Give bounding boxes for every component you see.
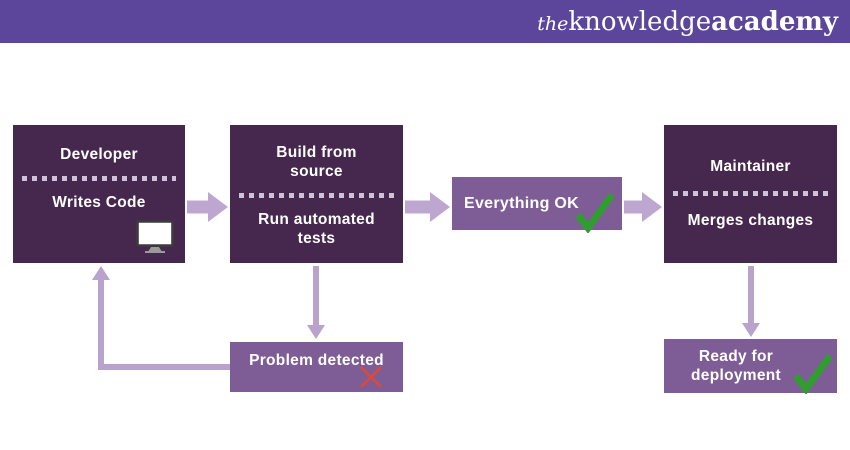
arrow-shaft	[748, 266, 754, 324]
arrow-build-to-everything-ok	[405, 192, 450, 222]
loop-arrow-vertical-segment	[98, 279, 104, 370]
node-problem-detected: Problem detected	[230, 342, 403, 392]
arrow-build-to-problem	[307, 266, 325, 339]
dotted-divider	[673, 191, 828, 196]
x-icon	[357, 363, 385, 396]
dotted-divider	[239, 193, 394, 198]
check-icon	[572, 191, 616, 238]
node-build: Build from source Run automated tests	[230, 125, 403, 263]
check-icon	[790, 352, 834, 399]
node-maintainer: Maintainer Merges changes	[664, 125, 837, 263]
build-subtitle: Run automated tests	[258, 211, 375, 247]
node-ready-deployment: Ready for deployment	[664, 339, 837, 395]
loop-arrow-head	[92, 266, 110, 280]
maintainer-subtitle: Merges changes	[687, 212, 814, 229]
arrow-head	[307, 325, 325, 339]
loop-arrow-horizontal-segment	[98, 364, 230, 370]
logo-the: the	[537, 12, 569, 35]
arrow-head	[742, 323, 760, 337]
arrow-shaft	[624, 200, 643, 214]
logo-knowledge: knowledge	[568, 6, 712, 37]
developer-title: Developer	[60, 146, 138, 163]
arrow-shaft	[313, 266, 319, 326]
arrow-shaft	[405, 200, 431, 214]
build-title: Build from source	[276, 144, 357, 180]
arrow-head	[430, 192, 450, 222]
arrow-developer-to-build	[187, 192, 228, 222]
logo-academy: academy	[711, 6, 838, 37]
problem-detected-label: Problem detected	[249, 352, 384, 369]
arrow-head	[642, 192, 662, 222]
knowledge-academy-logo: theknowledgeacademy	[537, 7, 838, 37]
header-bar: theknowledgeacademy	[0, 0, 850, 43]
arrow-everything-ok-to-maintainer	[624, 192, 662, 222]
everything-ok-label: Everything OK	[464, 194, 580, 212]
arrow-shaft	[187, 200, 209, 214]
ready-deployment-label: Ready for deployment	[691, 348, 781, 384]
maintainer-title: Maintainer	[710, 158, 791, 175]
node-everything-ok: Everything OK	[452, 177, 622, 234]
developer-subtitle: Writes Code	[52, 194, 146, 211]
arrow-maintainer-to-ready	[742, 266, 760, 337]
node-developer: Developer Writes Code	[13, 125, 185, 263]
arrow-head	[208, 192, 228, 222]
monitor-icon	[136, 220, 174, 258]
dotted-divider	[22, 176, 176, 181]
